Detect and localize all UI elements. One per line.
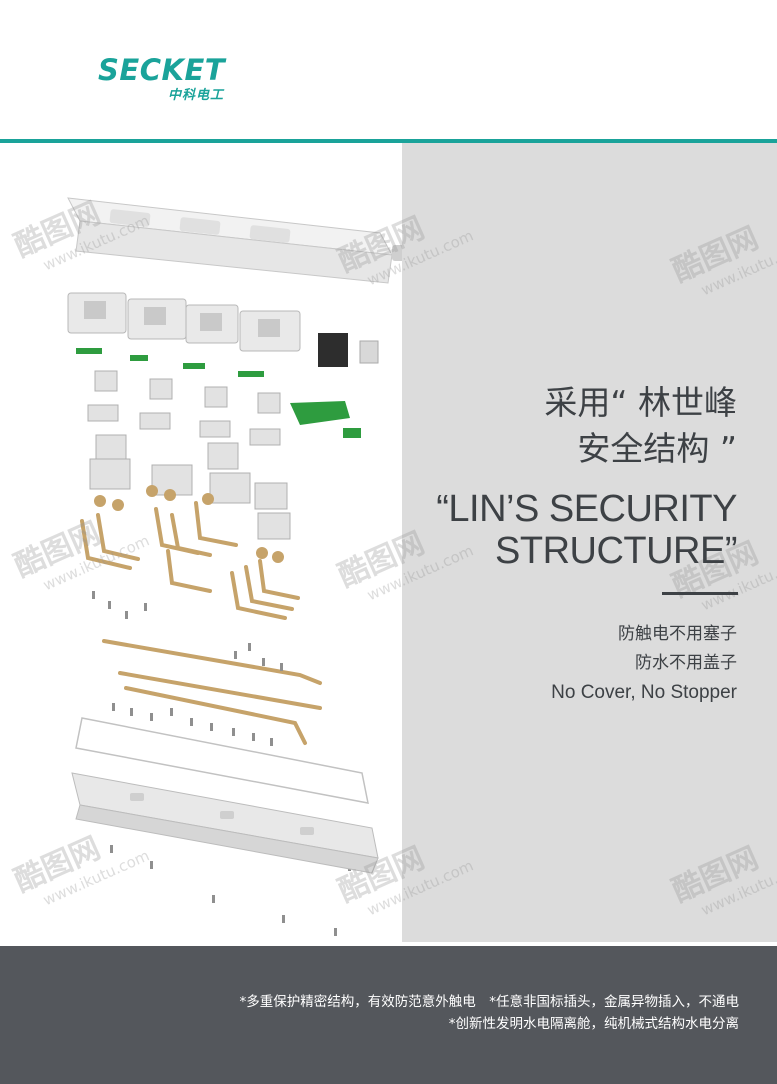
headline-en-line1: “LIN’S SECURITY [436, 488, 737, 530]
headline-en-line2: STRUCTURE” [495, 530, 737, 572]
logo-wordmark: SECKET [98, 53, 226, 87]
footer-note-2: *创新性发明水电隔离舱，纯机械式结构水电分离 [448, 1016, 739, 1032]
screws [92, 591, 351, 936]
circuit-boards [76, 348, 361, 438]
feature-cn-2: 防水不用盖子 [635, 653, 737, 673]
headline-divider [662, 592, 738, 595]
headline-cn-line2: 安全结构 ” [577, 429, 737, 468]
waterproof-gasket [75, 717, 369, 804]
exploded-power-strip-illustration [67, 197, 402, 936]
headline-english: “LIN’S SECURITY STRUCTURE” [436, 488, 737, 572]
footer-note-1: *多重保护精密结构，有效防范意外触电 *任意非国标插头，金属异物插入，不通电 [239, 994, 740, 1010]
feature-en: No Cover, No Stopper [551, 682, 737, 703]
switch-block [318, 333, 348, 367]
feature-list: 防触电不用塞子 防水不用盖子 No Cover, No Stopper [551, 620, 737, 707]
safety-shutters [87, 370, 291, 540]
footer-bar: *多重保护精密结构，有效防范意外触电 *任意非国标插头，金属异物插入，不通电 *… [0, 946, 777, 1084]
footer-notes: *多重保护精密结构，有效防范意外触电 *任意非国标插头，金属异物插入，不通电 *… [240, 991, 740, 1035]
headline-cn-line1: 采用“ 林世峰 [544, 383, 737, 422]
headline-chinese: 采用“ 林世峰 安全结构 ” [544, 380, 737, 472]
strip-base [71, 772, 379, 874]
strip-top-cover [67, 197, 402, 284]
brass-contacts [80, 501, 300, 620]
feature-cn-1: 防触电不用塞子 [618, 624, 737, 644]
brand-logo: SECKET 中科电工 [98, 53, 258, 103]
accent-divider-line [0, 139, 777, 143]
brass-busbars [102, 639, 322, 745]
brass-springs [94, 485, 284, 563]
logo-chinese-name: 中科电工 [168, 88, 225, 103]
gray-text-panel [402, 143, 777, 942]
